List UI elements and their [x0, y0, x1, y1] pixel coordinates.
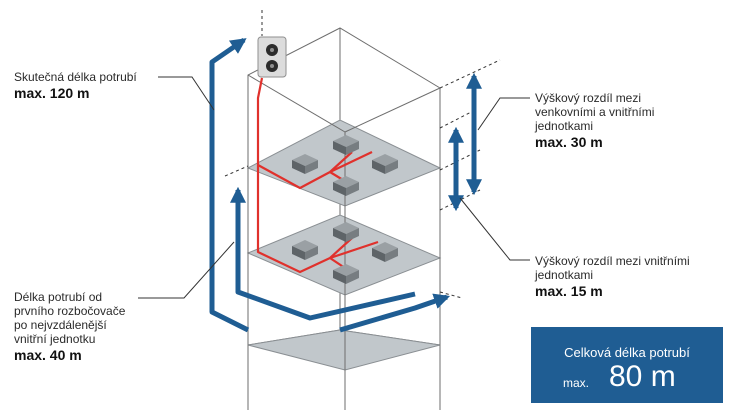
annotation-text: po nejvzdálenější: [14, 318, 107, 332]
outdoor-unit: [257, 36, 287, 78]
annotation-text: Skutečná délka potrubí: [14, 70, 137, 84]
indoor-unit: [292, 154, 318, 174]
indoor-unit: [333, 135, 359, 155]
total-pipe-length-box: Celková délka potrubí max. 80 m: [531, 327, 723, 403]
floor-ground: [247, 329, 441, 371]
annotation-value: max. 40 m: [14, 347, 82, 363]
annotation-value: max. 120 m: [14, 85, 90, 101]
total-box-title: Celková délka potrubí: [564, 345, 690, 360]
refrigerant-pipes: [256, 77, 379, 274]
total-box-value: 80 m: [609, 360, 676, 393]
branch-length-arrow-lower: [339, 293, 451, 333]
pipe-length-arrow: [209, 37, 250, 333]
total-box-prefix: max.: [563, 376, 590, 390]
indoor-units: [292, 135, 398, 284]
indoor-unit: [333, 176, 359, 196]
branch-length-arrow: [229, 186, 416, 321]
height-outdoor-annotation: Výškový rozdíl mezi venkovními a vnitřní…: [535, 91, 654, 151]
annotation-text: Délka potrubí od: [14, 290, 103, 304]
height-indoor-annotation: Výškový rozdíl mezi vnitřními jednotkami…: [535, 254, 690, 300]
annotation-value: max. 30 m: [535, 134, 603, 150]
annotation-text: venkovními a vnitřními: [535, 105, 655, 119]
annotation-text: Výškový rozdíl mezi vnitřními: [535, 254, 690, 268]
annotation-text: jednotkami: [535, 119, 594, 133]
indoor-unit: [292, 240, 318, 260]
indoor-unit: [372, 154, 398, 174]
indoor-unit: [372, 242, 398, 262]
leader-lines: [138, 76, 530, 299]
annotation-text: jednotkami: [535, 268, 594, 282]
branch-length-annotation: Délka potrubí od prvního rozbočovače po …: [14, 290, 125, 364]
indoor-unit: [333, 222, 359, 242]
pipe-length-annotation: Skutečná délka potrubí max. 120 m: [14, 70, 137, 102]
annotation-text: Výškový rozdíl mezi: [535, 91, 642, 105]
annotation-value: max. 15 m: [535, 283, 603, 299]
dimension-arrows: [209, 37, 483, 333]
indoor-unit: [333, 264, 359, 284]
annotation-text: prvního rozbočovače: [14, 304, 126, 318]
annotation-text: vnitřní jednotku: [14, 332, 96, 346]
